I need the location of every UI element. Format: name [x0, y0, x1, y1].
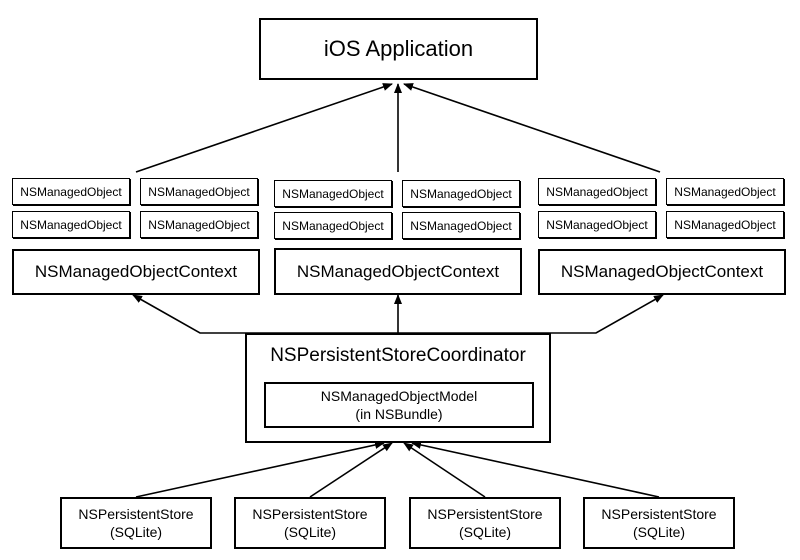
managed-object-label: NSManagedObject	[282, 218, 384, 233]
managed-object-label: NSManagedObject	[546, 184, 648, 199]
managed-object-context-label: NSManagedObjectContext	[560, 262, 764, 281]
managed-object-label: NSManagedObject	[674, 184, 776, 199]
managed-object-node: NSManagedObject	[666, 211, 784, 238]
persistent-store-coordinator-label: NSPersistentStoreCoordinator	[270, 345, 526, 366]
managed-object-model-node: NSManagedObjectModel (in NSBundle)	[264, 382, 534, 428]
managed-object-label: NSManagedObject	[410, 218, 512, 233]
persistent-store-label: NSPersistentStore	[78, 506, 194, 522]
persistent-store-node: NSPersistentStore (SQLite)	[583, 497, 735, 549]
arrow-store1-to-coordinator	[135, 441, 385, 498]
persistent-store-coordinator-node: NSPersistentStoreCoordinator NSManagedOb…	[245, 333, 551, 443]
arrow-store4-to-coordinator	[411, 441, 660, 498]
managed-object-node: NSManagedObject	[140, 178, 258, 205]
persistent-store-label: NSPersistentStore	[252, 506, 368, 522]
managed-object-node: NSManagedObject	[402, 212, 520, 239]
persistent-store-type-label: (SQLite)	[109, 524, 163, 540]
managed-object-label: NSManagedObject	[410, 186, 512, 201]
persistent-store-type-label: (SQLite)	[283, 524, 337, 540]
managed-object-context-node-middle: NSManagedObjectContext	[274, 248, 522, 295]
managed-object-model-bundle-label: (in NSBundle)	[355, 406, 443, 422]
managed-object-node: NSManagedObject	[538, 178, 656, 205]
managed-object-node: NSManagedObject	[666, 178, 784, 205]
managed-object-label: NSManagedObject	[20, 184, 122, 199]
persistent-store-type-label: (SQLite)	[632, 524, 686, 540]
managed-object-context-label: NSManagedObjectContext	[34, 262, 238, 281]
managed-object-label: NSManagedObject	[148, 184, 250, 199]
arrow-group3-to-app	[403, 83, 661, 173]
persistent-store-label: NSPersistentStore	[601, 506, 717, 522]
managed-object-node: NSManagedObject	[12, 211, 130, 238]
managed-object-node: NSManagedObject	[12, 178, 130, 205]
managed-object-context-node-left: NSManagedObjectContext	[12, 249, 260, 295]
ios-application-label: iOS Application	[323, 36, 474, 61]
ios-application-node: iOS Application	[259, 18, 538, 80]
persistent-store-label: NSPersistentStore	[427, 506, 543, 522]
managed-object-label: NSManagedObject	[674, 217, 776, 232]
persistent-store-node: NSPersistentStore (SQLite)	[60, 497, 212, 549]
managed-object-label: NSManagedObject	[546, 217, 648, 232]
managed-object-label: NSManagedObject	[20, 217, 122, 232]
persistent-store-node: NSPersistentStore (SQLite)	[409, 497, 561, 549]
arrow-store3-to-coordinator	[403, 442, 486, 498]
managed-object-context-node-right: NSManagedObjectContext	[538, 249, 786, 295]
arrow-group1-to-app	[135, 83, 393, 173]
arrow-coordinator-to-context-right	[398, 294, 664, 334]
managed-object-model-label: NSManagedObjectModel	[320, 388, 478, 404]
managed-object-node: NSManagedObject	[538, 211, 656, 238]
managed-object-context-label: NSManagedObjectContext	[296, 261, 500, 281]
managed-object-label: NSManagedObject	[282, 186, 384, 201]
arrow-coordinator-to-context-left	[132, 294, 398, 334]
managed-object-node: NSManagedObject	[402, 180, 520, 207]
managed-object-node: NSManagedObject	[274, 212, 392, 239]
arrow-store2-to-coordinator	[309, 442, 393, 498]
managed-object-label: NSManagedObject	[148, 217, 250, 232]
persistent-store-type-label: (SQLite)	[458, 524, 512, 540]
managed-object-node: NSManagedObject	[274, 180, 392, 207]
managed-object-node: NSManagedObject	[140, 211, 258, 238]
persistent-store-node: NSPersistentStore (SQLite)	[234, 497, 386, 549]
